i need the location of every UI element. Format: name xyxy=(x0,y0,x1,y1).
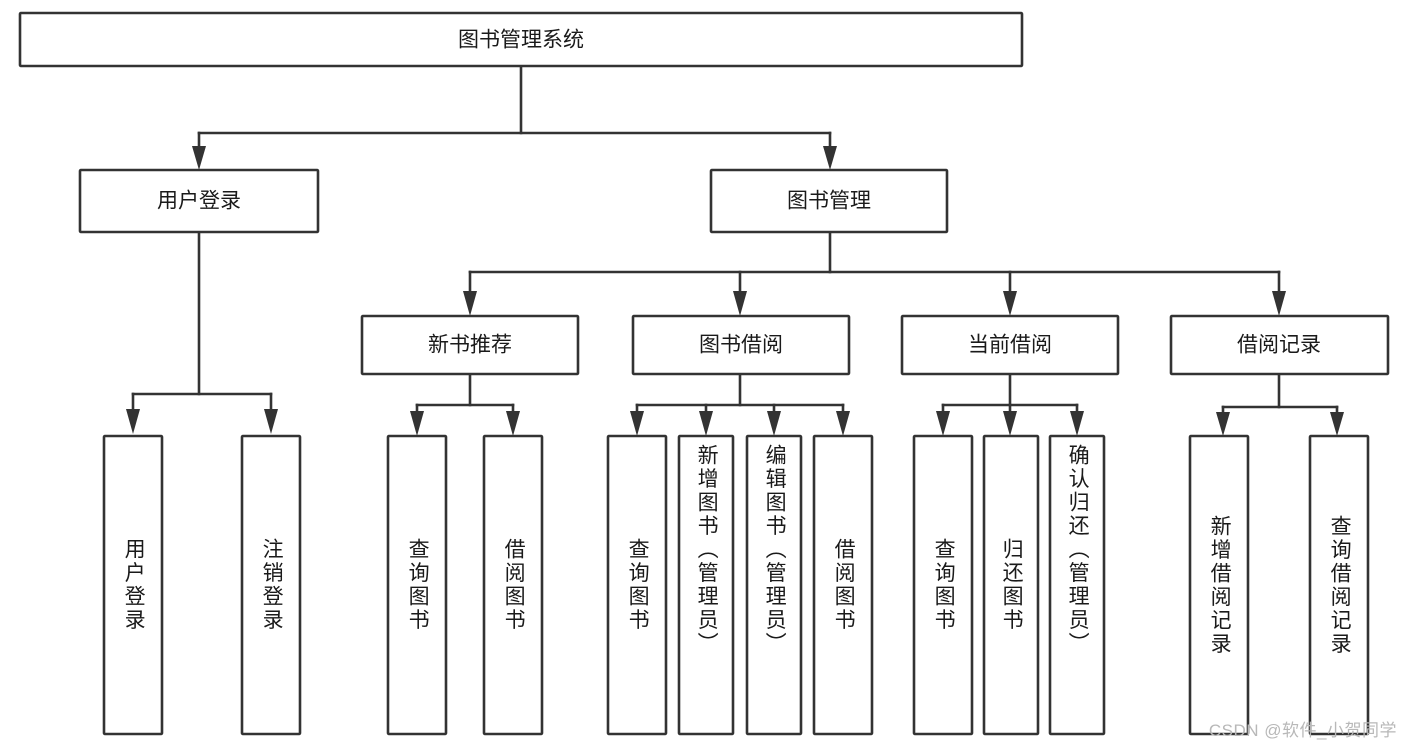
node-box-leaf-logout[interactable] xyxy=(240,434,302,736)
arrowhead-leaf-user-login xyxy=(126,409,140,434)
connector-group-borrow xyxy=(630,372,850,436)
node-label-user-login: 用户登录 xyxy=(157,190,241,213)
node-box-book-mgmt[interactable] xyxy=(709,168,949,234)
node-box-leaf-borrow-edit[interactable] xyxy=(745,434,803,736)
node-box-leaf-records-add[interactable] xyxy=(1188,434,1250,736)
node-label-current: 当前借阅 xyxy=(968,334,1052,357)
arrowhead-current-c1 xyxy=(936,411,950,436)
watermark-text: CSDN @软件_小贺同学 xyxy=(1208,721,1397,740)
arrowhead-records-c2 xyxy=(1330,412,1344,436)
node-box-leaf-newbook-borrow[interactable] xyxy=(482,434,544,736)
node-label-records: 借阅记录 xyxy=(1237,334,1321,357)
node-box-leaf-borrow-query[interactable] xyxy=(606,434,668,736)
node-box-leaf-current-confirm[interactable] xyxy=(1048,434,1106,736)
connector-group-user-login xyxy=(126,230,278,434)
node-label-book-mgmt: 图书管理 xyxy=(787,190,871,213)
node-box-borrow[interactable] xyxy=(631,314,851,376)
node-box-newbook[interactable] xyxy=(360,314,580,376)
node-box-user-login[interactable] xyxy=(78,168,320,234)
node-box-leaf-newbook-query[interactable] xyxy=(386,434,448,736)
node-box-leaf-borrow-do[interactable] xyxy=(812,434,874,736)
node-box-leaf-current-return[interactable] xyxy=(982,434,1040,736)
arrowhead-newbook-c1 xyxy=(410,411,424,436)
arrowhead-current-c2 xyxy=(1003,411,1017,436)
connector-group-records xyxy=(1216,372,1344,436)
arrowhead-user-login xyxy=(192,146,206,170)
node-box-leaf-borrow-add[interactable] xyxy=(677,434,735,736)
node-label-newbook: 新书推荐 xyxy=(428,334,512,357)
arrowhead-records-c1 xyxy=(1216,412,1230,436)
connector-group-book-mgmt xyxy=(463,230,1286,316)
node-box-leaf-user-login[interactable] xyxy=(102,434,164,736)
node-box-leaf-records-query[interactable] xyxy=(1308,434,1370,736)
node-box-current[interactable] xyxy=(900,314,1120,376)
node-label-root: 图书管理系统 xyxy=(458,29,584,52)
arrowhead-leaf-logout xyxy=(264,409,278,434)
arrowhead-current-c3 xyxy=(1070,411,1084,436)
arrowhead-newbook-c2 xyxy=(506,411,520,436)
node-box-records[interactable] xyxy=(1169,314,1390,376)
arrowhead-borrow-c4 xyxy=(836,411,850,436)
arrowhead-current xyxy=(1003,291,1017,316)
node-box-root[interactable] xyxy=(18,11,1024,68)
arrowhead-book-mgmt xyxy=(823,146,837,170)
connector-group-current xyxy=(936,372,1084,436)
arrowhead-borrow-c2 xyxy=(699,411,713,436)
node-box-leaf-current-query[interactable] xyxy=(912,434,974,736)
arrowhead-borrow-c3 xyxy=(767,411,781,436)
arrowhead-records xyxy=(1272,291,1286,316)
connector-group-newbook xyxy=(410,372,520,436)
arrowhead-borrow-c1 xyxy=(630,411,644,436)
arrowhead-newbook xyxy=(463,291,477,316)
arrowhead-borrow xyxy=(733,291,747,316)
connector-group-root xyxy=(192,64,837,170)
node-label-borrow: 图书借阅 xyxy=(699,334,783,357)
